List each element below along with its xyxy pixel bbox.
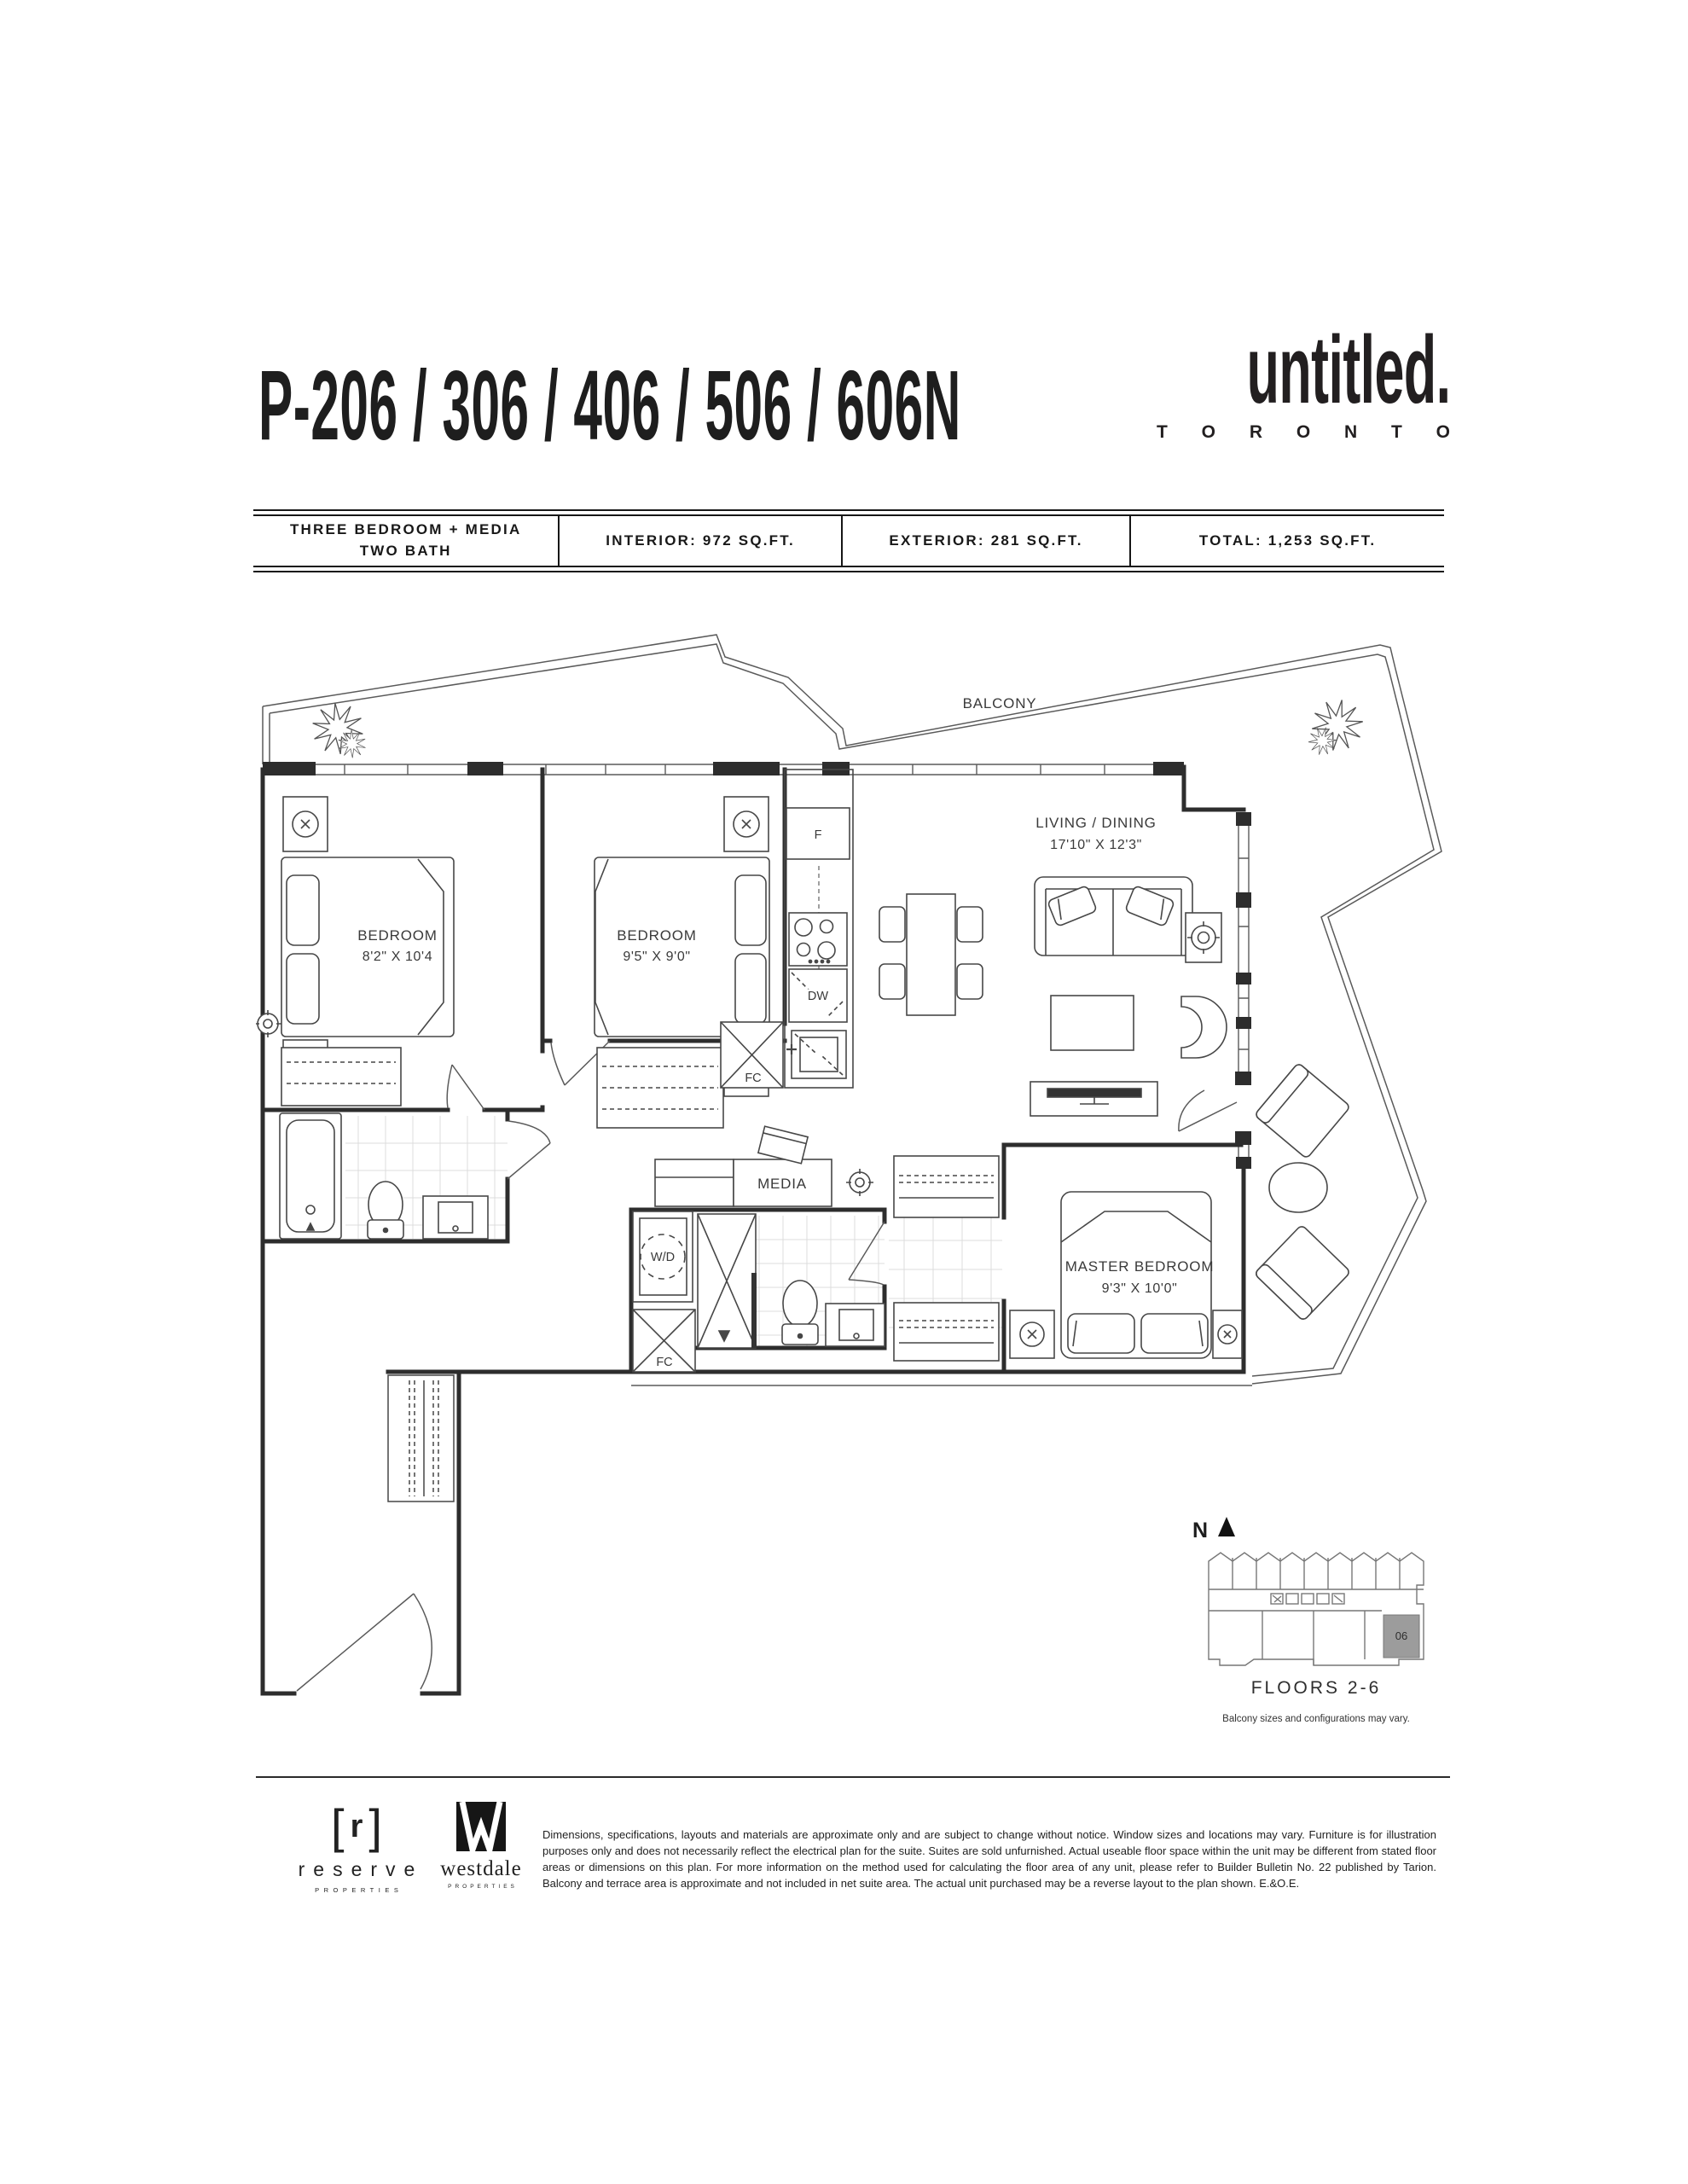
wall-piers [263, 762, 1251, 1169]
bathroom-2 [697, 1213, 885, 1349]
bedroom1-label: BEDROOM [357, 927, 437, 944]
thermostat-icon [1185, 912, 1222, 963]
tv-console [1030, 1081, 1158, 1117]
ceiling-fixture-icon [846, 1169, 873, 1196]
total-area-cell: TOTAL: 1,253 SQ.FT. [1198, 532, 1377, 549]
master-dims: 9'3" X 10'0" [1102, 1281, 1178, 1296]
spec-divider [1129, 516, 1132, 566]
reserve-bracket: [ [331, 1799, 345, 1853]
exterior-area-cell: EXTERIOR: 281 SQ.FT. [889, 532, 1083, 549]
spec-bar: THREE BEDROOM + MEDIA TWO BATH INTERIOR:… [253, 509, 1444, 572]
entry-closet [387, 1374, 455, 1502]
reserve-sub: PROPERTIES [315, 1886, 403, 1894]
unit-walls [260, 764, 1246, 1696]
reserve-letter: r [350, 1809, 363, 1844]
floors-label: FLOORS 2-6 [1251, 1678, 1382, 1698]
keyplan-note: Balcony sizes and configurations may var… [1222, 1714, 1410, 1724]
ceiling-fixture-icon [256, 1010, 281, 1037]
unit-highlight [1383, 1614, 1420, 1658]
balcony-outline [262, 634, 1442, 1385]
footer-divider [256, 1776, 1450, 1778]
reserve-properties-logo: [r] reserve PROPERTIES [297, 1798, 416, 1894]
washer-dryer-label: W/D [651, 1251, 675, 1264]
interior-area-cell: INTERIOR: 972 SQ.FT. [606, 532, 795, 549]
bathroom-1 [279, 1112, 489, 1240]
dining-set [879, 893, 983, 1016]
hall-closet [632, 1309, 696, 1373]
master-closets [893, 1155, 1000, 1362]
westdale-sub: PROPERTIES [448, 1884, 518, 1890]
unit-type-line2: TWO BATH [359, 543, 452, 559]
balcony-door [1178, 1072, 1251, 1145]
reserve-mark: [r] [297, 1798, 416, 1855]
north-arrow-icon [1218, 1517, 1235, 1536]
disclaimer-text: Dimensions, specifications, layouts and … [542, 1828, 1436, 1891]
balcony-furniture [1256, 1064, 1349, 1320]
door-swings [296, 1040, 885, 1692]
laundry [632, 1211, 693, 1303]
kitchen-closet [720, 1021, 784, 1089]
bedroom-2 [594, 796, 770, 1129]
fridge-label: F [815, 828, 822, 842]
unit-type-line1: THREE BEDROOM + MEDIA [289, 521, 522, 538]
brand-wordmark: untitled. [1246, 317, 1450, 423]
bedroom1-dims: 8'2" X 10'4 [363, 950, 432, 964]
unit-type-cell: THREE BEDROOM + MEDIA TWO BATH [253, 516, 558, 566]
balcony-label: BALCONY [963, 695, 1037, 712]
hall-closet-label: FC [656, 1356, 672, 1369]
key-plan: N 06 FLOORS 2-6 Balcony sizes and config… [1192, 1517, 1424, 1724]
living-label: LIVING / DINING [1035, 815, 1156, 831]
spec-divider [558, 516, 560, 566]
bedroom-1 [281, 796, 455, 1107]
brand-city: T O R O N T O [1157, 422, 1465, 443]
living-dims: 17'10" X 12'3" [1050, 838, 1142, 852]
master-bed [1009, 1191, 1243, 1359]
bedroom2-label: BEDROOM [617, 927, 696, 944]
reserve-bracket: ] [368, 1799, 382, 1853]
coffee-table [1050, 995, 1134, 1051]
master-label: MASTER BEDROOM [1065, 1258, 1215, 1275]
floor-plan-drawing: BALCONY [256, 634, 1442, 1724]
unit-number: 06 [1395, 1629, 1407, 1642]
kitchen-closet-label: FC [745, 1072, 761, 1085]
westdale-mark-icon [456, 1801, 506, 1861]
westdale-name: westdale [440, 1857, 522, 1880]
sofa [1034, 876, 1193, 956]
page-title: P-206 / 306 / 406 / 506 / 606N [258, 350, 961, 461]
media-label: MEDIA [757, 1176, 807, 1192]
kitchen [784, 769, 854, 1089]
plant-decoration-icon [1308, 700, 1363, 755]
dishwasher-label: DW [808, 990, 828, 1003]
bedroom2-dims: 9'5" X 9'0" [623, 950, 690, 964]
plant-decoration-icon [312, 703, 366, 758]
media-area [654, 1125, 832, 1207]
armchair [1180, 996, 1227, 1059]
spec-divider [840, 516, 843, 566]
brand-logo: untitled. T O R O N T O [1087, 317, 1451, 443]
westdale-properties-logo: westdale PROPERTIES [432, 1801, 531, 1890]
reserve-name: reserve [298, 1858, 424, 1880]
north-label: N [1192, 1519, 1209, 1542]
